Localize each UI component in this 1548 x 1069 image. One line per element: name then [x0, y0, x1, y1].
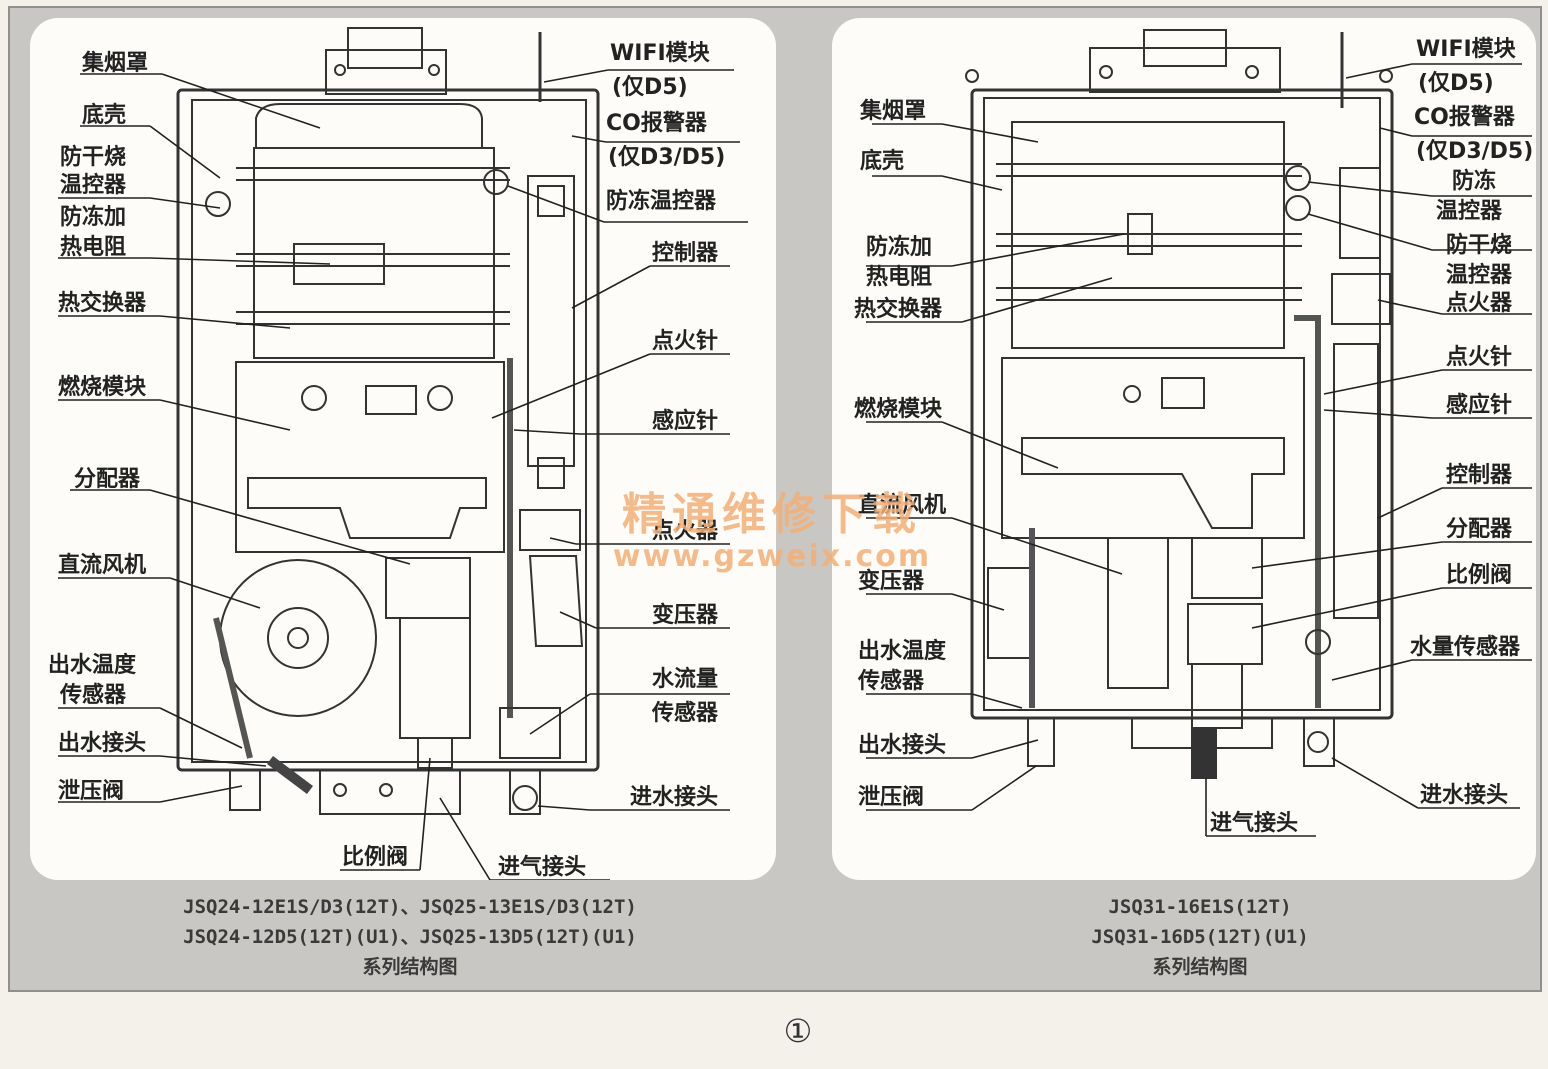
left-diagram-caption: JSQ24-12E1S/D3(12T)、JSQ25-13E1S/D3(12T) … — [70, 892, 750, 982]
label-outlet-temp-sensor-line1: 出水温度 — [48, 652, 137, 678]
label-antifreeze-resistor-line1: 防冻加 — [866, 234, 932, 260]
label-anti-dry-burn-line2: 温控器 — [60, 172, 127, 198]
right-diagram-panel: 集烟罩 底壳 防冻加 热电阻 热交换器 燃烧模块 直流风机 变压器 出水温度 传… — [832, 18, 1536, 880]
label-wifi-module-line1: WIFI模块 — [1416, 37, 1517, 62]
label-co-alarm-line2: (仅D3/D5) — [608, 145, 725, 170]
label-water-volume-sensor: 水量传感器 — [1410, 634, 1521, 660]
label-proportional-valve: 比例阀 — [1446, 563, 1512, 588]
label-sensing-needle: 感应针 — [1446, 392, 1512, 418]
figure-number: ① — [783, 1012, 813, 1050]
label-water-inlet: 进水接头 — [1420, 783, 1508, 808]
figure-frame: 集烟罩 底壳 防干烧 温控器 防冻加 热电阻 热交换器 燃烧模块 分配器 直流风… — [8, 6, 1542, 992]
label-smoke-hood: 集烟罩 — [81, 50, 148, 76]
label-antifreeze-thermostat: 防冻温控器 — [606, 188, 717, 214]
label-co-alarm-line2: (仅D3/D5) — [1416, 139, 1533, 164]
label-anti-dry-burn-line1: 防干烧 — [1446, 233, 1512, 258]
left-diagram-panel: 集烟罩 底壳 防干烧 温控器 防冻加 热电阻 热交换器 燃烧模块 分配器 直流风… — [30, 18, 776, 880]
caption-model-line2: JSQ24-12D5(12T)(U1)、JSQ25-13D5(12T)(U1) — [183, 926, 637, 948]
label-antifreeze-thermostat-line2: 温控器 — [1436, 198, 1503, 224]
label-water-flow-sensor-line1: 水流量 — [652, 666, 718, 692]
label-controller: 控制器 — [1446, 462, 1513, 488]
label-heat-exchanger: 热交换器 — [854, 296, 943, 322]
label-wifi-module-line1: WIFI模块 — [610, 41, 711, 66]
label-antifreeze-resistor-line2: 热电阻 — [60, 234, 126, 260]
label-wifi-module-line2: (仅D5) — [1418, 71, 1494, 96]
label-outlet-temp-sensor-line1: 出水温度 — [858, 638, 947, 664]
label-igniter: 点火器 — [1446, 290, 1513, 316]
label-sensing-needle: 感应针 — [652, 408, 718, 434]
label-dc-fan: 直流风机 — [58, 552, 146, 578]
right-structure-diagram: 集烟罩 底壳 防冻加 热电阻 热交换器 燃烧模块 直流风机 变压器 出水温度 传… — [854, 29, 1533, 837]
label-transformer: 变压器 — [858, 568, 925, 594]
label-anti-dry-burn-line2: 温控器 — [1446, 262, 1513, 288]
label-gas-inlet: 进气接头 — [498, 854, 586, 880]
caption-model-line1: JSQ24-12E1S/D3(12T)、JSQ25-13E1S/D3(12T) — [183, 896, 637, 918]
label-proportional-valve: 比例阀 — [342, 845, 408, 870]
label-outlet-fitting: 出水接头 — [858, 733, 946, 758]
label-wifi-module-line2: (仅D5) — [612, 75, 688, 100]
label-water-inlet: 进水接头 — [630, 785, 718, 810]
label-base-shell: 底壳 — [860, 148, 904, 174]
label-antifreeze-resistor-line1: 防冻加 — [60, 204, 126, 230]
label-combustion-module: 燃烧模块 — [854, 396, 943, 422]
caption-model-line2: JSQ31-16D5(12T)(U1) — [1091, 926, 1309, 948]
label-distributor: 分配器 — [74, 467, 141, 492]
label-distributor: 分配器 — [1446, 517, 1513, 542]
label-outlet-temp-sensor-line2: 传感器 — [857, 668, 925, 694]
label-co-alarm-line1: CO报警器 — [606, 111, 708, 136]
label-relief-valve: 泄压阀 — [58, 779, 124, 804]
label-heat-exchanger: 热交换器 — [58, 290, 147, 316]
label-combustion-module: 燃烧模块 — [58, 374, 147, 400]
label-transformer: 变压器 — [652, 602, 719, 628]
label-outlet-fitting: 出水接头 — [58, 731, 146, 756]
caption-title: 系列结构图 — [1152, 956, 1248, 978]
label-smoke-hood: 集烟罩 — [859, 98, 926, 124]
right-diagram-caption: JSQ31-16E1S(12T) JSQ31-16D5(12T)(U1) 系列结… — [940, 892, 1460, 982]
label-gas-inlet: 进气接头 — [1210, 810, 1298, 836]
label-antifreeze-thermostat-line1: 防冻 — [1452, 168, 1496, 194]
label-antifreeze-resistor-line2: 热电阻 — [866, 264, 932, 290]
label-relief-valve: 泄压阀 — [858, 785, 924, 810]
label-ignition-needle: 点火针 — [652, 328, 718, 354]
label-controller: 控制器 — [652, 240, 719, 266]
label-co-alarm-line1: CO报警器 — [1414, 105, 1516, 130]
left-structure-diagram: 集烟罩 底壳 防干烧 温控器 防冻加 热电阻 热交换器 燃烧模块 分配器 直流风… — [48, 27, 748, 880]
label-igniter: 点火器 — [652, 518, 719, 544]
label-anti-dry-burn-line1: 防干烧 — [60, 145, 126, 170]
label-water-flow-sensor-line2: 传感器 — [651, 700, 719, 726]
label-outlet-temp-sensor-line2: 传感器 — [59, 682, 127, 708]
caption-title: 系列结构图 — [362, 956, 458, 978]
label-base-shell: 底壳 — [82, 102, 126, 128]
caption-model-line1: JSQ31-16E1S(12T) — [1108, 896, 1292, 918]
label-ignition-needle: 点火针 — [1446, 344, 1512, 370]
label-dc-fan: 直流风机 — [858, 492, 946, 518]
